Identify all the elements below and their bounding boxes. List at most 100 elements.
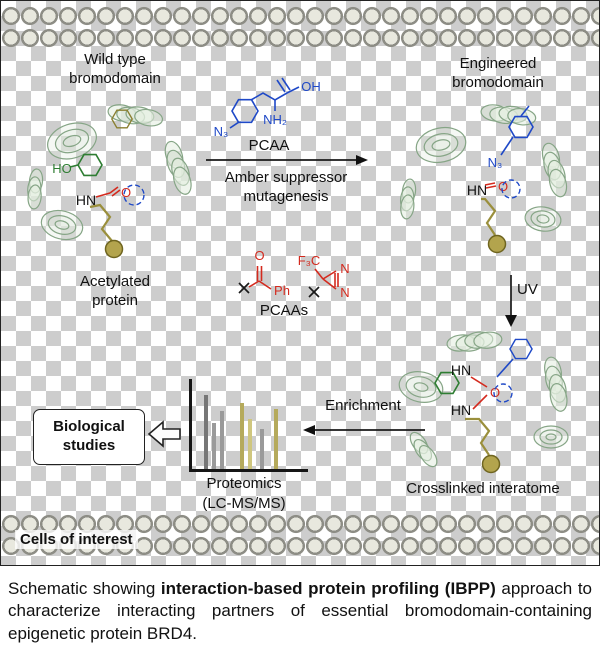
wild-type-protein-structure: HO HN O (27, 104, 192, 259)
tyrosine-phenol-ring (434, 371, 460, 395)
wild-type-label-line1: Wild type (84, 51, 146, 68)
pcaa-chemical-structure: N₃ NH₂ OH (214, 77, 321, 139)
nitrogen-label-upper: N (340, 261, 349, 276)
cells-label-text: Cells of interest (20, 531, 133, 548)
engineered-label-line2: bromodomain (452, 73, 544, 91)
aromatic-ring (111, 109, 133, 129)
alpha-helix-swirl (47, 122, 97, 160)
azide-label: N₃ (214, 124, 229, 139)
acetyl-double-bond-1 (484, 182, 496, 186)
proteomics-bar (220, 411, 224, 469)
caption-prefix: Schematic showing (8, 579, 161, 598)
protein-tag-bead (481, 454, 501, 474)
azido-phenyl-ring (509, 338, 533, 360)
amide-label-lower: HN (451, 402, 471, 418)
proteomics-bar (204, 395, 208, 469)
amide-label: HN (467, 182, 487, 198)
arrow-head (303, 425, 315, 435)
proteomics-bar (260, 429, 264, 469)
binding-pocket-circle (123, 184, 145, 206)
proteomics-bars (192, 379, 308, 469)
crosslink-red-bond-1 (470, 376, 488, 388)
pcaas-chemical-structures: O Ph F₃C N N (238, 248, 350, 300)
lysine-chain (465, 417, 491, 456)
wild-type-label-line2: bromodomain (69, 69, 161, 87)
tyrosine-phenol-ring (77, 153, 103, 177)
carbonyl-oxygen-label: O (490, 385, 500, 400)
amide-label: HN (76, 192, 96, 208)
acetylated-line2: protein (92, 291, 138, 309)
carbonyl-bond (248, 280, 260, 288)
alpha-helix-coil (480, 104, 537, 126)
carbonyl-oxygen-label: O (254, 248, 264, 263)
crosslink-red-bond-2 (472, 394, 488, 410)
alpha-helix-coil (164, 140, 192, 195)
alpha-helix-coil (446, 331, 503, 352)
alpha-helix-swirl (524, 206, 562, 232)
biological-line2: studies (62, 437, 116, 454)
crosslinked-interatome-label: Crosslinked interatome (373, 480, 593, 499)
engineered-protein-structure: N₃ HN O (399, 104, 568, 254)
azido-phenyl-ring (508, 115, 534, 139)
enrichment-arrow (303, 425, 425, 435)
engineered-label-line1: Engineered (459, 55, 537, 72)
pcaa-label: PCAA (219, 137, 319, 156)
crosslink-bond (496, 358, 514, 378)
alpha-helix-coil (399, 178, 417, 220)
ring-stick (520, 105, 530, 117)
proteomics-bar (274, 409, 278, 469)
caption-bold-term: interaction-based protein profiling (IBP… (160, 579, 496, 598)
arrow-head (356, 155, 368, 165)
uv-arrow (505, 275, 517, 327)
azide-bond (229, 121, 239, 129)
proteomics-chart (189, 379, 308, 472)
diazirine-bond (314, 268, 324, 280)
proteomics-bar (248, 419, 252, 469)
acetylated-line1: Acetylated (79, 273, 151, 290)
engineered-bromodomain-label: Engineered bromodomain (419, 55, 577, 93)
azide-label: N₃ (488, 155, 503, 170)
acetyl-bond (95, 192, 111, 198)
c-n-bond-lower (322, 278, 337, 290)
alpha-helix-coil (544, 356, 568, 412)
phenol-bond (69, 164, 79, 168)
carbonyl-oxygen-label: O (121, 185, 131, 200)
biological-studies-box: Biological studies (33, 409, 145, 465)
alpha-helix-coil (541, 142, 568, 198)
crosslinked-label-text: Crosslinked interatome (406, 480, 560, 497)
enrichment-label: Enrichment (303, 397, 423, 416)
biological-line1: Biological (53, 418, 125, 436)
amber-line2: mutagenesis (243, 187, 329, 205)
schematic-diagram: Wild type bromodomain Engineered bromodo… (0, 0, 600, 566)
cell-membrane-top (1, 5, 599, 49)
figure-caption: Schematic showing interaction-based prot… (0, 566, 600, 651)
cells-of-interest-label: Cells of interest (15, 530, 138, 549)
carbonyl-double-bond-2 (281, 77, 291, 91)
wild-type-bromodomain-label: Wild type bromodomain (37, 51, 193, 89)
acetyl-double-bond-2 (485, 185, 497, 189)
hydroxyl-label: OH (301, 79, 321, 94)
azide-bond (500, 136, 514, 156)
pcaa-label-text: PCAA (248, 137, 290, 154)
trifluoromethyl-label: F₃C (298, 253, 321, 268)
c-n-bond-upper (322, 270, 337, 280)
lcms-label-text: (LC-MS/MS) (202, 495, 286, 512)
proteomics-bar (212, 423, 216, 469)
hydroxyl-bond (286, 86, 300, 94)
lcms-label: (LC-MS/MS) (169, 495, 319, 514)
alpha-helix-swirl (533, 425, 569, 449)
caption-suffix: approach to characterize interacting par… (8, 579, 592, 643)
acetyl-double-bond-2 (111, 189, 121, 197)
arrow-head (505, 315, 517, 327)
binding-pocket-circle (493, 383, 513, 403)
hydroxyl-label: HO (52, 161, 72, 176)
nitrogen-label-lower: N (340, 285, 349, 300)
carbonyl-double-bond-1 (276, 79, 286, 93)
outcome-block-arrow (147, 420, 181, 448)
attachment-hash (308, 286, 320, 298)
pcaas-label-text: PCAAs (259, 302, 309, 319)
amine-label: NH₂ (263, 112, 287, 127)
alkyl-chain-bond (251, 92, 288, 101)
acetyl-double-bond-1 (109, 186, 119, 194)
